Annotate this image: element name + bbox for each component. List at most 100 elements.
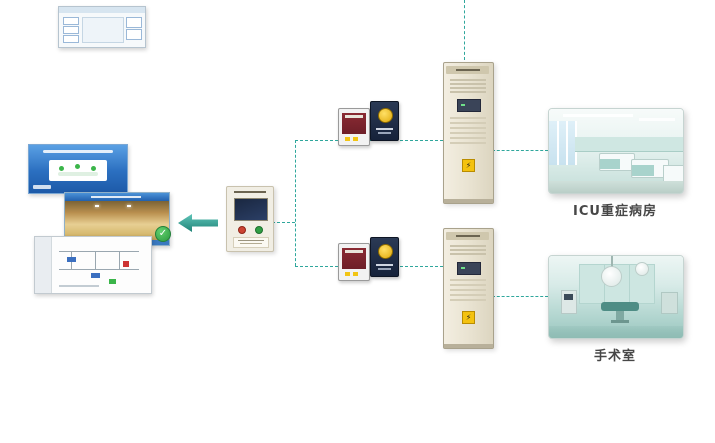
table-pedestal [616, 311, 624, 321]
check-icon: ✓ [155, 226, 171, 242]
device-title-text [234, 191, 266, 193]
window-mullion [557, 121, 559, 165]
corridor-photo [65, 201, 169, 240]
light-arm [611, 256, 613, 268]
device-display [234, 198, 268, 221]
ats-transfer-switch [338, 243, 370, 281]
cabinet-base [444, 199, 493, 203]
floor [549, 326, 683, 338]
window-title-text [91, 196, 141, 198]
switch-front-panel [342, 113, 366, 134]
bed-blanket [632, 165, 654, 176]
transformer-label [376, 264, 393, 266]
schematic-alarm-element [123, 261, 129, 267]
floor [549, 181, 683, 193]
schematic-element [67, 257, 76, 262]
ui-block [63, 17, 79, 25]
cabinet-base [444, 344, 493, 348]
schematic-line [95, 251, 96, 269]
medical-equipment [661, 292, 678, 314]
surgical-light [635, 262, 649, 276]
switch-terminal [345, 272, 350, 276]
cabinet-vent [450, 245, 486, 257]
screen-header-bar [59, 7, 145, 13]
bed-blanket [600, 159, 620, 169]
branch-label-operating-room: 手术室 [593, 349, 636, 364]
connector-device-out [272, 222, 295, 223]
figure-icon [91, 166, 96, 171]
schematic-line [59, 251, 139, 252]
cabinet-nameplate-text [456, 235, 480, 237]
figure-base [58, 172, 98, 176]
cabinet-nameplate [446, 232, 489, 240]
switch-label [345, 250, 363, 253]
schematic-element [91, 273, 100, 278]
transformer-label [378, 268, 391, 270]
switch-terminal [345, 137, 350, 141]
surgical-light [601, 266, 622, 287]
operating-room-photo [548, 255, 684, 339]
cabinet-vent [450, 279, 486, 303]
table-base [611, 320, 629, 323]
connector-cabinet-or [492, 296, 548, 297]
transformer-label [378, 132, 391, 134]
figure-icon [59, 166, 64, 171]
monitor-screen-title [28, 144, 128, 194]
connector-branch-vertical [295, 140, 296, 266]
medical-equipment [561, 290, 577, 314]
schematic-line [59, 269, 139, 270]
transformer-badge [378, 244, 393, 259]
cabinet-nameplate [446, 66, 489, 74]
ui-panel [82, 17, 124, 43]
cabinet-display [457, 262, 481, 275]
switch-terminal [353, 137, 358, 141]
cabinet-display [457, 99, 481, 112]
ui-block [63, 35, 79, 43]
ui-block [63, 26, 79, 34]
ui-sidebar [35, 237, 52, 293]
switch-terminal [353, 272, 358, 276]
device-label-text [238, 240, 264, 241]
equipment-screen [564, 294, 573, 300]
slide-graphic-panel [49, 160, 107, 181]
cabinet-vent [450, 79, 486, 93]
window [549, 121, 577, 165]
isolation-transformer [370, 237, 399, 277]
monitor-screen-overview [58, 6, 146, 48]
hospital-bed [599, 153, 635, 171]
back-wall [575, 137, 683, 152]
ui-block [126, 29, 142, 40]
operating-table [601, 302, 639, 311]
isolation-transformer [370, 101, 399, 141]
window-title-bar [65, 193, 169, 201]
distribution-cabinet-icu: ⚡ [443, 62, 494, 204]
wall-mullion [629, 265, 630, 303]
ui-block [126, 17, 142, 28]
device-label-text [240, 243, 262, 244]
schematic-text-bar [59, 285, 99, 287]
wall-alarm-device [226, 186, 274, 252]
switch-label [345, 115, 363, 118]
window-mullion [566, 121, 568, 165]
warning-icon: ⚡ [462, 159, 475, 172]
figure-icon [75, 164, 80, 169]
device-label-band [233, 237, 269, 248]
connector-incoming-feed [464, 0, 465, 60]
distribution-cabinet-or: ⚡ [443, 228, 494, 349]
schematic-element [109, 279, 116, 284]
logo-mark [33, 185, 51, 189]
ceiling-light [95, 205, 99, 207]
warning-icon: ⚡ [462, 311, 475, 324]
flow-arrow-icon [178, 214, 218, 232]
transformer-badge [378, 108, 393, 123]
ceiling-light [563, 114, 633, 117]
ats-transfer-switch [338, 108, 370, 146]
cabinet-vent [450, 117, 486, 147]
slide-title-text [43, 150, 113, 153]
display-readout [461, 267, 465, 269]
schematic-line [119, 251, 120, 269]
cabinet-nameplate-text [456, 69, 480, 71]
device-button-green [255, 226, 263, 234]
connector-cabinet-icu [492, 150, 548, 151]
ceiling-light [639, 118, 675, 121]
